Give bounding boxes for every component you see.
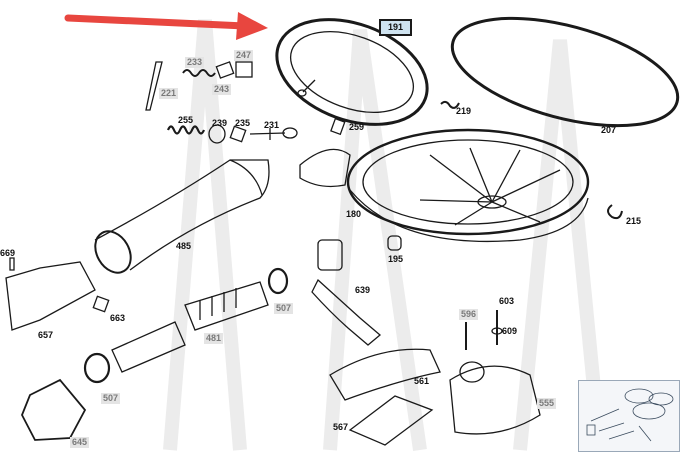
part-243[interactable]: [215, 61, 235, 79]
callout-231[interactable]: 231: [264, 120, 280, 130]
watermark: [163, 19, 607, 451]
callout-507-upper[interactable]: 507: [274, 303, 294, 314]
part-233-spring[interactable]: [182, 69, 216, 77]
part-609-washer[interactable]: [491, 327, 503, 335]
part-639-elbow[interactable]: [311, 278, 382, 346]
callout-207[interactable]: 207: [601, 125, 617, 135]
part-561-duct[interactable]: [329, 348, 441, 401]
thumbnail-icon: [586, 388, 674, 442]
callout-235[interactable]: 235: [235, 118, 251, 128]
callout-609[interactable]: 609: [502, 326, 518, 336]
part-239[interactable]: [208, 124, 226, 144]
callout-243[interactable]: 243: [212, 84, 232, 95]
part-567-plate[interactable]: [348, 395, 434, 446]
part-259[interactable]: [330, 117, 346, 136]
part-645-boot[interactable]: [21, 378, 87, 441]
callout-247[interactable]: 247: [234, 50, 254, 61]
callout-481[interactable]: 481: [204, 333, 224, 344]
callout-657[interactable]: 657: [38, 330, 54, 340]
callout-195[interactable]: 195: [388, 254, 404, 264]
diagram-thumbnail[interactable]: [578, 380, 680, 452]
part-255-spring[interactable]: [166, 125, 206, 135]
part-207-seal[interactable]: [441, 0, 685, 146]
part-180-housing[interactable]: [299, 128, 590, 243]
part-663[interactable]: [92, 295, 110, 313]
part-231[interactable]: [249, 128, 286, 140]
part-219-clip[interactable]: [440, 100, 460, 109]
callout-645[interactable]: 645: [70, 437, 90, 448]
callout-561[interactable]: 561: [414, 376, 430, 386]
part-connector-tube[interactable]: [317, 239, 343, 271]
callout-567[interactable]: 567: [333, 422, 349, 432]
part-247[interactable]: [235, 61, 253, 78]
part-215-clamp[interactable]: [607, 204, 623, 220]
callout-596[interactable]: 596: [459, 309, 479, 320]
callout-259[interactable]: 259: [349, 122, 365, 132]
part-507-clamp-b[interactable]: [83, 352, 111, 384]
callout-219[interactable]: 219: [456, 106, 472, 116]
callout-180[interactable]: 180: [346, 209, 362, 219]
part-235[interactable]: [229, 125, 247, 143]
callout-255[interactable]: 255: [178, 115, 194, 125]
part-485-intake-hose[interactable]: [88, 159, 270, 279]
callout-507-lower[interactable]: 507: [101, 393, 121, 404]
part-191-filter-lid[interactable]: [262, 0, 441, 144]
part-195[interactable]: [387, 235, 402, 251]
part-481-hose[interactable]: [184, 281, 269, 331]
callout-603[interactable]: 603: [499, 296, 515, 306]
part-sleeve[interactable]: [111, 321, 186, 373]
callout-233[interactable]: 233: [185, 57, 205, 68]
pointer-arrow: [64, 12, 268, 40]
part-555-port: [459, 361, 485, 383]
callout-215[interactable]: 215: [626, 216, 642, 226]
callout-485[interactable]: 485: [176, 241, 192, 251]
callout-555[interactable]: 555: [537, 398, 557, 409]
part-669[interactable]: [9, 257, 15, 271]
part-221[interactable]: [145, 61, 163, 111]
callout-663[interactable]: 663: [110, 313, 126, 323]
callout-191[interactable]: 191: [379, 19, 413, 36]
part-507-clamp-a[interactable]: [267, 267, 289, 295]
callout-669[interactable]: 669: [0, 248, 16, 258]
callout-239[interactable]: 239: [212, 118, 228, 128]
callout-639[interactable]: 639: [355, 285, 371, 295]
callout-221[interactable]: 221: [159, 88, 179, 99]
part-657-duct[interactable]: [5, 261, 96, 331]
part-555-bracket[interactable]: [449, 365, 541, 435]
